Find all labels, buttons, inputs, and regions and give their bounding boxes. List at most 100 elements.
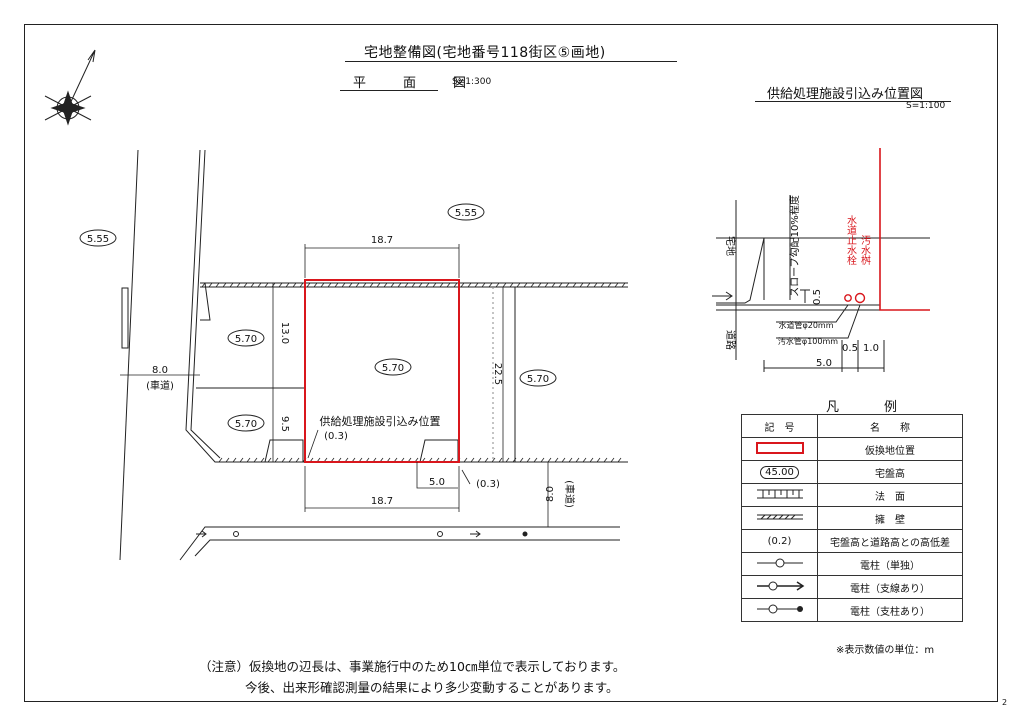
- inset-title: 供給処理施設引込み位置図: [767, 87, 924, 102]
- legend-row: 仮換地位置: [741, 437, 963, 461]
- legend-row: 擁 壁: [741, 506, 963, 530]
- legend-header: 記 号 名 称: [741, 414, 963, 438]
- wall-hatch: [621, 282, 626, 288]
- wall-hatch: [236, 282, 241, 288]
- elev-oval-left: [79, 229, 117, 247]
- dim-5: 5.0: [429, 477, 445, 488]
- wall-hatch: [362, 282, 367, 288]
- wall-hatch: [348, 282, 353, 288]
- legend-pole-strut-icon: [741, 598, 818, 622]
- legend-red-rect-icon: [741, 437, 818, 461]
- wall-hatch: [519, 457, 524, 463]
- legend-name: 法 面: [817, 483, 963, 507]
- legend-table: 記 号 名 称 仮換地位置 45.00 宅盤高 法 面 擁 壁 (0.2) 宅盤…: [741, 414, 963, 622]
- plan-label: 平 面 図: [353, 76, 479, 91]
- elev-right: 5.70: [527, 374, 549, 385]
- wall-hatch: [530, 282, 535, 288]
- wall-hatch: [477, 457, 482, 463]
- legend-wall-icon: [741, 506, 818, 530]
- inset-fittings: [844, 292, 866, 304]
- legend-row: 電柱（支柱あり）: [741, 598, 963, 622]
- wall-hatch: [432, 282, 437, 288]
- wall-hatch: [267, 457, 272, 463]
- wall-hatch: [320, 282, 325, 288]
- wall-hatch: [610, 457, 615, 463]
- wall-hatch: [470, 457, 475, 463]
- wall-hatch: [617, 457, 622, 463]
- wall-hatch: [488, 282, 493, 288]
- wall-hatch: [250, 282, 255, 288]
- legend-name: 電柱（支柱あり）: [817, 598, 963, 622]
- elev-left-upper: 5.70: [235, 334, 257, 345]
- retaining-wall-top: [201, 282, 626, 288]
- elev-oval-top: [447, 203, 485, 221]
- wall-hatch: [383, 282, 388, 288]
- wall-hatch: [467, 282, 472, 288]
- unit-note: ※表示数値の単位：m: [836, 645, 935, 656]
- elev-left-lower: 5.70: [235, 419, 257, 430]
- legend-row: 45.00 宅盤高: [741, 460, 963, 484]
- plan-label-underline: [340, 90, 438, 91]
- elev-oval-left-lower: [227, 414, 265, 432]
- wall-hatch: [603, 457, 608, 463]
- legend-row: 電柱（支線あり）: [741, 575, 963, 599]
- wall-hatch: [565, 282, 570, 288]
- inset-sewer-pipe: 汚水管φ100mm: [778, 336, 838, 346]
- wall-hatch: [453, 282, 458, 288]
- wall-hatch: [537, 282, 542, 288]
- dim-left-upper: 13.0: [279, 322, 290, 344]
- wall-hatch: [561, 457, 566, 463]
- legend-col-name: 名 称: [817, 414, 963, 438]
- wall-hatch: [355, 282, 360, 288]
- wall-hatch: [544, 282, 549, 288]
- road-bottom-width: 8.0: [545, 486, 556, 502]
- legend-name: 電柱（支線あり）: [817, 575, 963, 599]
- wall-hatch: [582, 457, 587, 463]
- wall-hatch: [607, 282, 612, 288]
- inset-dim-05v: 0.5: [812, 289, 823, 305]
- title-underline: [345, 61, 677, 62]
- legend-row: 電柱（単独）: [741, 552, 963, 576]
- dimension-lines: [120, 244, 549, 527]
- elev-oval-right: [519, 369, 557, 387]
- dim-bottom: 18.7: [371, 496, 393, 507]
- wall-hatch: [334, 282, 339, 288]
- legend-title: 凡 例: [826, 400, 914, 415]
- wall-hatch: [439, 282, 444, 288]
- inset-dim-50: 5.0: [816, 358, 832, 369]
- dim-left-lower: 9.5: [279, 416, 290, 432]
- wall-hatch: [299, 282, 304, 288]
- wall-hatch: [253, 457, 258, 463]
- page-number: 2: [1002, 698, 1008, 707]
- wall-hatch: [225, 457, 230, 463]
- wall-hatch: [264, 282, 269, 288]
- wall-hatch: [278, 282, 283, 288]
- bottom-road: [179, 526, 620, 561]
- wall-hatch: [596, 457, 601, 463]
- wall-hatch: [516, 282, 521, 288]
- wall-hatch: [533, 457, 538, 463]
- wall-hatch: [281, 457, 286, 463]
- wall-hatch: [484, 457, 489, 463]
- wall-hatch: [460, 282, 465, 288]
- elev-left: 5.55: [87, 234, 109, 245]
- north-arrow-icon: [44, 49, 96, 126]
- road-left-width: 8.0: [152, 365, 168, 376]
- inset-title-underline: [755, 101, 951, 102]
- legend-diff-symbol: (0.2): [741, 529, 818, 553]
- wall-hatch: [246, 457, 251, 463]
- wall-hatch: [474, 282, 479, 288]
- wall-hatch: [558, 282, 563, 288]
- note-line-1: （注意）仮換地の辺長は、事業施行中のため10㎝単位で表示しております。: [199, 659, 626, 674]
- wall-hatch: [222, 282, 227, 288]
- wall-hatch: [568, 457, 573, 463]
- wall-hatch: [523, 282, 528, 288]
- diff-right: (0.3): [476, 479, 500, 490]
- wall-hatch: [260, 457, 265, 463]
- wall-hatch: [327, 282, 332, 288]
- wall-hatch: [614, 282, 619, 288]
- wall-hatch: [201, 282, 206, 288]
- wall-hatch: [502, 282, 507, 288]
- wall-hatch: [579, 282, 584, 288]
- legend-name: 擁 壁: [817, 506, 963, 530]
